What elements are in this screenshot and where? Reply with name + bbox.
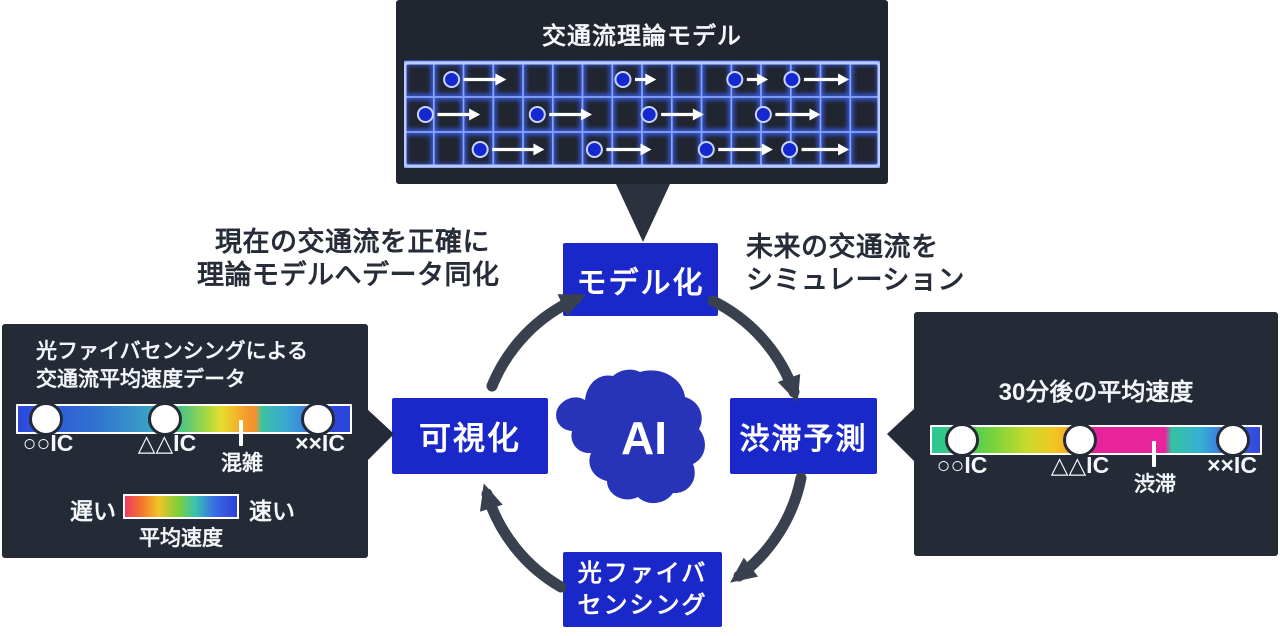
node-visualization: 可視化	[392, 398, 548, 474]
ic-dot	[1063, 423, 1097, 457]
vehicle-dot	[754, 106, 772, 123]
vehicle-dot	[585, 141, 603, 158]
theory-model-panel: 交通流理論モデル	[396, 0, 888, 184]
vehicle-dot	[726, 71, 744, 88]
annotation-line: 未来の交通流を	[746, 232, 939, 262]
ai-blob	[556, 369, 705, 504]
vehicle-arrowhead	[838, 143, 850, 156]
legend-fast-label: 速い	[249, 498, 295, 524]
ic-dot	[148, 402, 182, 436]
ic-label-3: ××IC	[295, 430, 345, 456]
left-panel-tail	[366, 408, 394, 462]
vehicle-arrowhead	[581, 108, 593, 121]
simulation-annotation: 未来の交通流を シミュレーション	[746, 231, 965, 297]
arrow-modeling-to-prediction	[707, 295, 801, 403]
ic-dot	[29, 402, 63, 436]
left-panel-title: 光ファイバセンシングによる 交通流平均速度データ	[36, 338, 308, 394]
ic-dot	[945, 423, 979, 457]
vehicle-dot	[781, 141, 799, 158]
ic-label-2: △△IC	[1050, 452, 1110, 478]
speed-legend-gradient	[123, 494, 239, 519]
vehicle-arrowhead	[640, 143, 652, 156]
fiber-sensing-data-panel: 光ファイバセンシングによる 交通流平均速度データ ○○IC △△IC 混雑 ××…	[2, 324, 368, 558]
top-panel-pointer	[616, 184, 670, 242]
ic-label-3: ××IC	[1207, 452, 1257, 478]
congestion-tick	[239, 420, 243, 446]
vehicle-dot	[614, 71, 632, 88]
vehicle-dot	[640, 106, 658, 123]
annotation-line: 現在の交通流を正確に	[215, 227, 490, 257]
traffic-grid-visualization	[404, 60, 880, 168]
vehicle-arrowhead	[757, 73, 769, 86]
jam-marker-label: 渋滞	[1134, 473, 1176, 496]
jam-tick	[1152, 441, 1156, 467]
panel-title-line: 交通流平均速度データ	[36, 368, 246, 391]
ic-label-1: ○○IC	[22, 430, 74, 456]
annotation-line: 理論モデルへデータ同化	[197, 260, 500, 290]
vehicle-dot	[783, 71, 801, 88]
vehicle-arrowhead	[809, 108, 821, 121]
vehicle-arrowhead	[692, 108, 704, 121]
right-panel-tail	[887, 408, 915, 462]
node-modeling: モデル化	[563, 243, 718, 316]
node-label-line: センシング	[577, 591, 708, 619]
congestion-marker-label: 混雑	[221, 452, 263, 475]
vehicle-arrowhead	[495, 73, 507, 86]
vehicle-dot	[471, 141, 489, 158]
prediction-result-panel: 30分後の平均速度 ○○IC △△IC 渋滞 ××IC	[914, 312, 1278, 556]
arrow-prediction-to-fiber	[730, 472, 807, 583]
node-fiber-sensing: 光ファイバ センシング	[563, 552, 722, 627]
theory-model-title: 交通流理論モデル	[542, 23, 742, 50]
ic-dot	[1216, 423, 1250, 457]
arrow-fiber-to-visualization	[479, 483, 567, 593]
ic-label-2: △△IC	[137, 430, 197, 456]
node-congestion-prediction: 渋滞予測	[730, 398, 877, 474]
vehicle-arrowhead	[761, 143, 773, 156]
vehicle-dot	[443, 71, 461, 88]
ic-label-1: ○○IC	[936, 452, 988, 478]
vehicle-arrowhead	[838, 73, 850, 86]
legend-caption: 平均速度	[139, 527, 223, 550]
right-panel-title: 30分後の平均速度	[998, 379, 1194, 406]
vehicle-dot	[528, 106, 546, 123]
current-speed-road-bar	[16, 404, 352, 434]
vehicle-dot	[416, 106, 434, 123]
vehicle-arrowhead	[469, 108, 481, 121]
vehicle-arrowhead	[533, 143, 545, 156]
vehicle-arrowhead	[645, 73, 657, 86]
ic-dot	[301, 402, 335, 436]
legend-slow-label: 遅い	[70, 498, 116, 524]
vehicle-dot	[697, 141, 715, 158]
ai-label: AI	[621, 412, 667, 464]
node-label-line: 光ファイバ	[577, 559, 708, 587]
panel-title-line: 光ファイバセンシングによる	[36, 340, 308, 363]
annotation-line: シミュレーション	[746, 265, 965, 295]
data-assimilation-annotation: 現在の交通流を正確に 理論モデルへデータ同化	[197, 226, 500, 292]
